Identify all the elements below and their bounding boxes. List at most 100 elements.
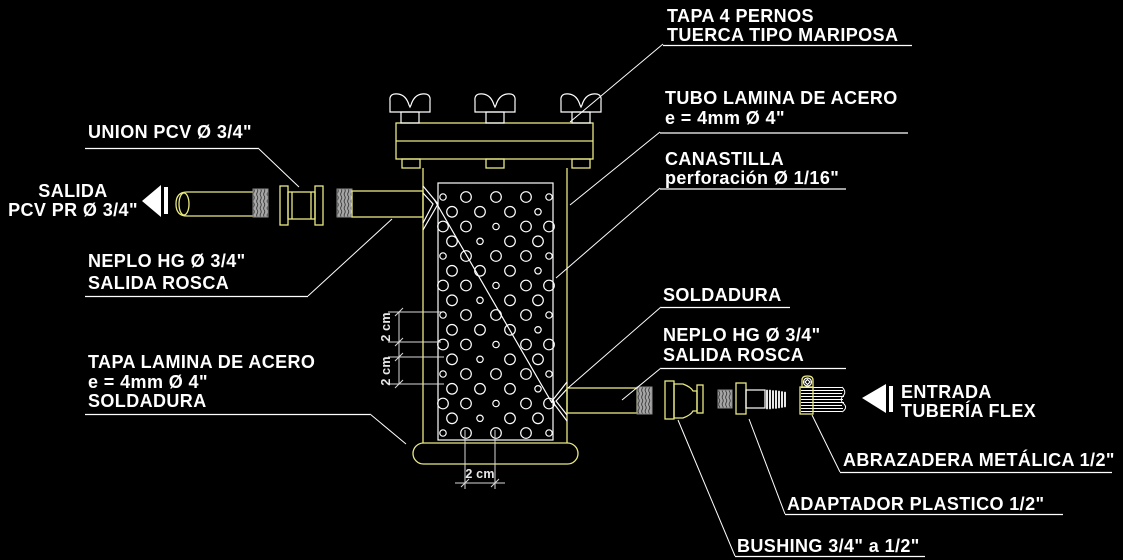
perforation-hole <box>534 208 542 216</box>
perforation-hole <box>439 193 447 201</box>
callout-tapa-lamina-line1: TAPA LAMINA DE ACERO <box>88 352 315 372</box>
outlet-neplo-pipe <box>351 190 424 218</box>
union-flange-right <box>314 185 324 226</box>
perforation-hole <box>492 222 500 231</box>
callout-tubo-lamina-line2: e = 4mm Ø 4" <box>665 108 785 128</box>
union-flange-left <box>279 185 289 226</box>
perforation-hole <box>474 264 486 277</box>
thread-section <box>636 386 653 415</box>
inlet-flow-arrow-icon <box>862 384 886 413</box>
callout-tubo-lamina-line1: TUBO LAMINA DE ACERO <box>665 88 898 108</box>
perforation-hole <box>545 252 553 260</box>
perforation-hole <box>504 353 516 366</box>
perforation-hole <box>504 205 516 218</box>
leader-soldadura <box>567 306 662 389</box>
callout-canastilla-line2: perforación Ø 1/16" <box>665 168 839 188</box>
perforation-hole <box>446 264 458 277</box>
perforation-hole <box>532 353 544 366</box>
perforation-hole <box>439 252 447 260</box>
bolt-tab <box>485 158 505 169</box>
leader-union-pcv <box>257 147 300 188</box>
perforation-hole <box>545 193 553 201</box>
weld-joint-left-inner <box>422 192 434 224</box>
perforation-hole <box>490 191 502 203</box>
callout-abrazadera: ABRAZADERA METÁLICA 1/2" <box>843 449 1115 470</box>
perforation-holes <box>437 191 555 439</box>
perforation-hole <box>534 325 542 334</box>
bushing-body <box>673 383 698 419</box>
perforation-hole <box>504 382 516 395</box>
wing-nut-icon <box>474 93 516 113</box>
perforation-hole <box>534 384 542 393</box>
inlet-assembly <box>551 375 893 422</box>
perforation-hole <box>532 412 544 425</box>
perforation-hole <box>492 340 500 349</box>
callout-tapa-lamina-line3: SOLDADURA <box>88 391 207 411</box>
perforation-hole <box>446 205 458 218</box>
perforation-hole <box>474 382 486 395</box>
bushing-flange <box>664 380 675 420</box>
perforation-hole <box>460 279 472 292</box>
callout-neplo-izq-line2: SALIDA ROSCA <box>88 273 229 293</box>
dimension-bottom: 2 cm <box>455 430 505 489</box>
clamp-screw-icon <box>802 377 813 387</box>
filter-tank <box>395 122 594 465</box>
adapter-thread <box>717 389 733 409</box>
adapter-nut <box>735 382 747 415</box>
perforation-hole <box>446 382 458 395</box>
perforation-hole <box>520 309 532 321</box>
callout-entrada-line1: ENTRADA <box>901 382 992 402</box>
callout-neplo-der-line1: NEPLO HG Ø 3/4" <box>663 325 821 345</box>
leader-tapa-pernos <box>569 43 664 123</box>
perforation-hole <box>545 311 553 319</box>
weld-joint-right <box>551 381 568 422</box>
callout-tapa-pernos-line2: TUERCA TIPO MARIPOSA <box>667 25 898 45</box>
dimension-label-lower: 2 cm <box>379 356 393 385</box>
perforation-hole <box>520 191 532 203</box>
callout-salida-line2: PCV PR Ø 3/4" <box>8 200 138 220</box>
callout-tapa-lamina-line2: e = 4mm Ø 4" <box>88 372 208 392</box>
leader-tubo-lamina <box>569 131 661 206</box>
perforation-hole <box>504 323 516 336</box>
wing-nut-icon <box>560 93 602 113</box>
callout-union-pcv: UNION PCV Ø 3/4" <box>88 122 252 142</box>
perforation-hole <box>460 427 472 439</box>
leader-abrazadera <box>811 414 841 473</box>
perforation-hole <box>545 429 553 437</box>
perforation-hole <box>490 250 502 262</box>
strainer-basket <box>433 182 555 441</box>
dimension-label-bottom: 2 cm <box>465 467 494 481</box>
perforation-hole <box>460 191 472 203</box>
perforation-hole <box>446 235 458 248</box>
callout-neplo-der-line2: SALIDA ROSCA <box>663 345 804 365</box>
perforation-hole <box>520 338 532 351</box>
perforation-hole <box>520 279 532 292</box>
callout-neplo-izq-line1: NEPLO HG Ø 3/4" <box>88 251 246 271</box>
leader-neplo-der <box>621 367 662 401</box>
wing-nut-stem <box>400 111 420 124</box>
perforation-hole <box>446 412 458 425</box>
weld-joint-right-inner <box>555 388 568 416</box>
dimension-left: 2 cm 2 cm <box>379 307 444 389</box>
perforation-hole <box>492 281 500 290</box>
callout-entrada-line2: TUBERÍA FLEX <box>901 400 1036 421</box>
callout-tapa-pernos-line1: TAPA 4 PERNOS <box>667 6 814 26</box>
perforation-hole <box>504 235 516 248</box>
perforation-hole <box>543 338 555 351</box>
leader-neplo-izq <box>307 218 393 297</box>
inlet-neplo-pipe <box>566 387 638 414</box>
perforation-hole <box>437 279 449 292</box>
perforation-hole <box>490 427 502 439</box>
bolt-tab <box>571 158 591 169</box>
callout-adaptador: ADAPTADOR PLASTICO 1/2" <box>787 494 1044 514</box>
perforation-hole <box>534 266 542 275</box>
outlet-pvc-pipe <box>175 191 256 217</box>
perforation-hole <box>439 370 447 378</box>
perforation-hole <box>460 338 472 351</box>
hose-clamp-screw-housing <box>801 375 814 387</box>
adapter-barb-ribs <box>766 389 786 410</box>
perforation-hole <box>504 294 516 307</box>
inlet-arrow-bar <box>889 386 893 412</box>
wing-nut-stem <box>485 111 505 124</box>
